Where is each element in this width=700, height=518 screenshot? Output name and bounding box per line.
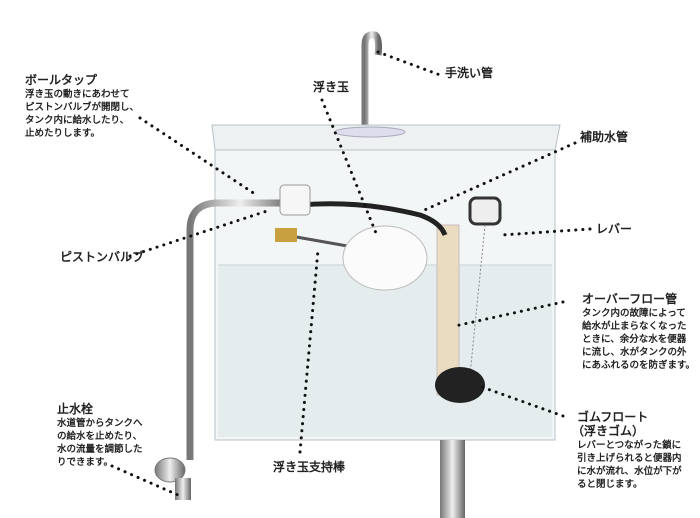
label-rubber-float-sub: （浮きゴム） xyxy=(572,424,645,438)
label-rubber-float: ゴムフロート xyxy=(577,410,649,424)
supply-pipe xyxy=(186,199,290,460)
desc-rubber-float: レバーとつながった鎖に 引き上げられると便器内 に水が流れ、水位が下が ると閉じ… xyxy=(577,440,682,490)
stop-valve-shape xyxy=(154,457,186,483)
desc-overflow-pipe: タンク内の故障によって 給水が止まらなくなった ときに、余分な水を便器 に流し、… xyxy=(582,308,696,371)
leader-lines xyxy=(110,50,592,497)
label-float-arm: 浮き玉支持棒 xyxy=(273,460,346,474)
desc-ball-tap: 浮き玉の動きにあわせて ピストンバルブが開閉し、 タンク内に給水したり、 止めた… xyxy=(25,89,140,139)
float-ball-shape xyxy=(342,225,428,291)
label-aux-water-pipe: 補助水管 xyxy=(580,130,629,144)
label-piston-valve: ピストンバルブ xyxy=(60,250,145,264)
tank-water xyxy=(218,265,552,437)
lever-shape xyxy=(468,196,502,226)
label-lever: レバー xyxy=(596,222,633,236)
label-ball-tap: ボールタップ xyxy=(25,73,98,87)
label-overflow-pipe: オーバーフロー管 xyxy=(582,292,678,306)
aux-pipe-shape xyxy=(299,201,448,237)
desc-stop-valve: 水道管からタンクへ の給水を止めたり、 水の流量を調節した りできます。 xyxy=(57,418,143,468)
hand-wash-faucet xyxy=(361,31,383,130)
label-hand-wash-pipe: 手洗い管 xyxy=(445,66,494,80)
label-stop-valve: 止水栓 xyxy=(57,402,94,416)
label-float-ball: 浮き玉 xyxy=(313,80,350,94)
rubber-float-shape xyxy=(435,367,485,403)
